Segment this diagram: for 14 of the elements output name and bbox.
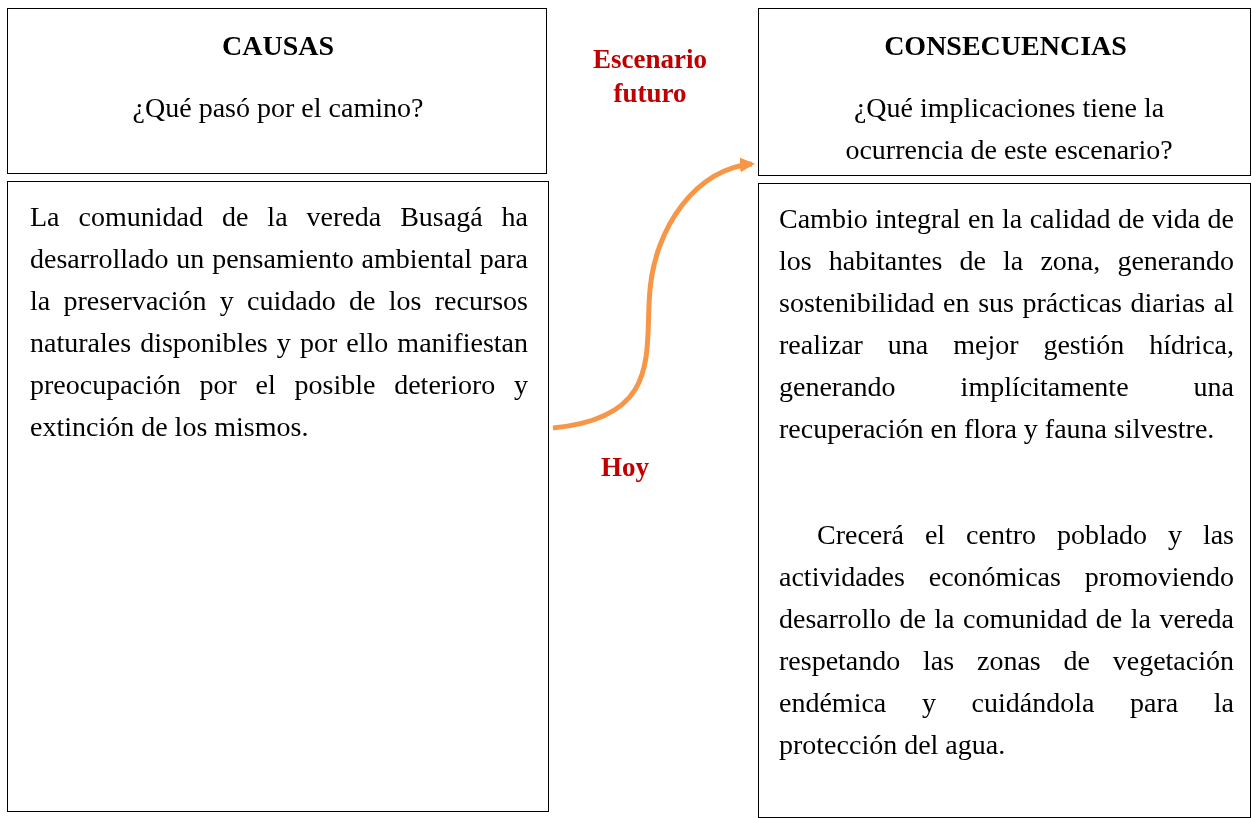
heading: CAUSAS [221, 29, 335, 63]
paragraph: Cambio integral en la calidad de vida de los habitantes de la zona, generando sostenibilidad en sus prácticas diarias al realizar una mejor gestión hídrica, generando implícitamente una recuperación en flora y fauna silvestre. [779, 202, 1234, 446]
header-box [758, 8, 1251, 176]
curved-arrow [552, 158, 755, 431]
header-box [7, 8, 547, 174]
scenario-label: Hoy [600, 451, 650, 484]
scenario-label: Escenario futuro [592, 43, 708, 110]
paragraph: La comunidad de la vereda Busagá ha desarrollado un pensamiento ambiental para la preservación y cuidado de los recursos naturales disponibles y por ello manifiestan preocupación por el posible deterioro y extinción de los mismos. [30, 200, 528, 444]
text-box [758, 183, 1251, 818]
question-text: ¿Qué implicaciones tiene la ocurrencia de este escenario? [844, 91, 1174, 167]
question-text: ¿Qué pasó por el camino? [131, 91, 425, 125]
heading: CONSECUENCIAS [883, 29, 1128, 63]
paragraph: Crecerá el centro poblado y las actividades económicas promoviendo desarrollo de la comunidad de la vereda respetando las zonas de vegetación endémica y cuidándola para la protección del agua. [779, 518, 1234, 762]
text-box [7, 181, 549, 812]
